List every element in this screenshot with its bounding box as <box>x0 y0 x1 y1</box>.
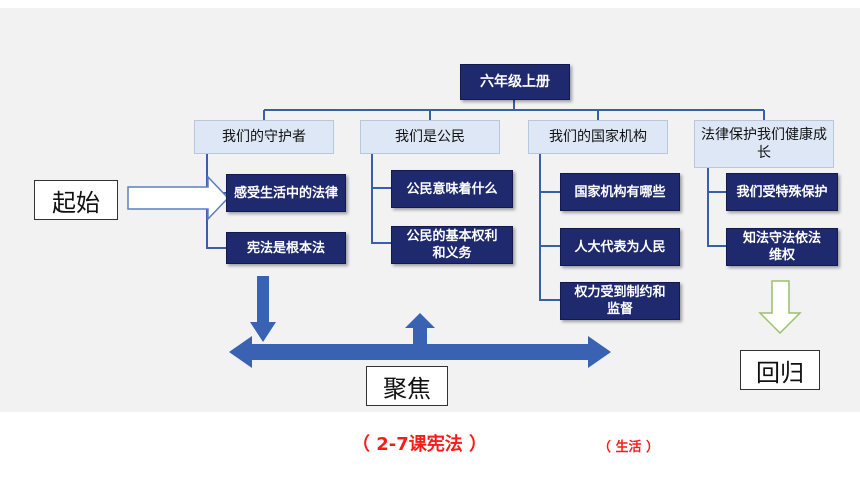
return-label: 回归 <box>740 350 820 390</box>
topic-node: 宪法是根本法 <box>226 232 346 264</box>
column-heading: 我们的国家机构 <box>528 120 668 154</box>
life-note: （ 生活 ） <box>598 440 660 455</box>
column-heading: 法律保护我们健康成长 <box>694 120 834 168</box>
topic-node: 国家机构有哪些 <box>560 173 680 211</box>
topic-node: 人大代表为人民 <box>560 228 680 266</box>
double-arrow-icon <box>229 336 611 368</box>
down-arrow-icon <box>250 276 276 342</box>
topic-node: 公民意味着什么 <box>391 170 513 208</box>
column-heading: 我们是公民 <box>360 120 500 154</box>
start-label: 起始 <box>34 180 118 220</box>
topic-node: 知法守法依法维权 <box>726 228 838 266</box>
topic-node: 感受生活中的法律 <box>226 174 346 212</box>
up-arrow-icon <box>405 313 435 348</box>
lesson-note: （ 2-7课宪法 ） <box>352 434 488 455</box>
root-node: 六年级上册 <box>460 64 570 100</box>
column-heading: 我们的守护者 <box>194 120 334 154</box>
topic-node: 公民的基本权利和义务 <box>391 226 513 264</box>
focus-label: 聚焦 <box>366 366 448 406</box>
topic-node: 我们受特殊保护 <box>726 173 838 211</box>
start-arrow-icon <box>127 175 230 221</box>
return-arrow-icon <box>758 280 802 335</box>
topic-node: 权力受到制约和监督 <box>560 282 680 320</box>
